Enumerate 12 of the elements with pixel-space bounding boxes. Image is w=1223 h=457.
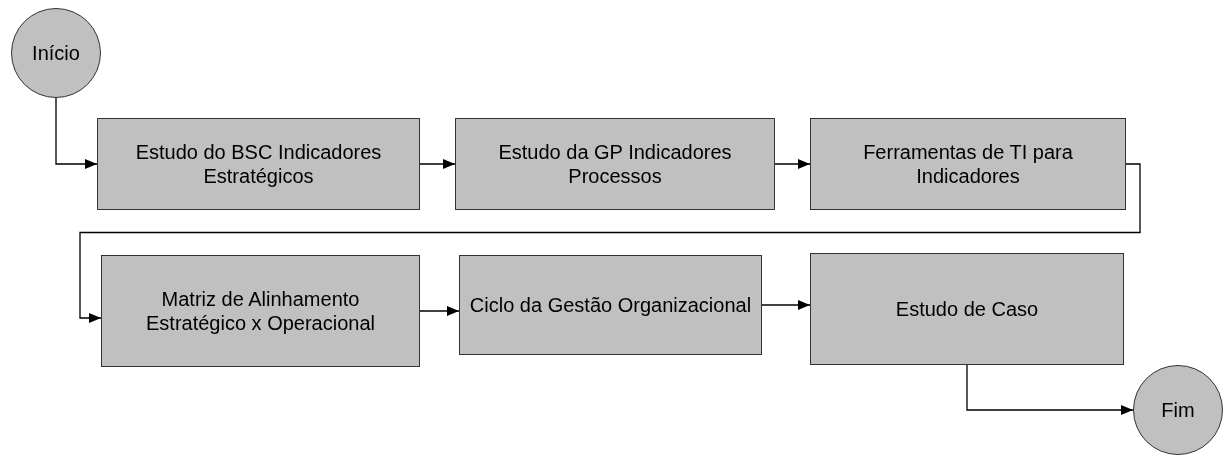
process-box: Ferramentas de TI para Indicadores	[810, 118, 1126, 210]
process-box: Estudo de Caso	[810, 253, 1124, 365]
arrow	[761, 300, 811, 310]
arrow	[419, 306, 460, 316]
process-box: Matriz de Alinhamento Estratégico x Operacional	[101, 255, 420, 367]
arrow	[774, 159, 811, 169]
process-box: Estudo do BSC Indicadores Estratégicos	[97, 118, 420, 210]
arrow	[966, 364, 1134, 415]
process-box: Estudo da GP Indicadores Processos	[455, 118, 775, 210]
arrow	[419, 159, 456, 169]
arrow	[55, 97, 98, 169]
process-box: Ciclo da Gestão Organizacional	[459, 255, 762, 355]
